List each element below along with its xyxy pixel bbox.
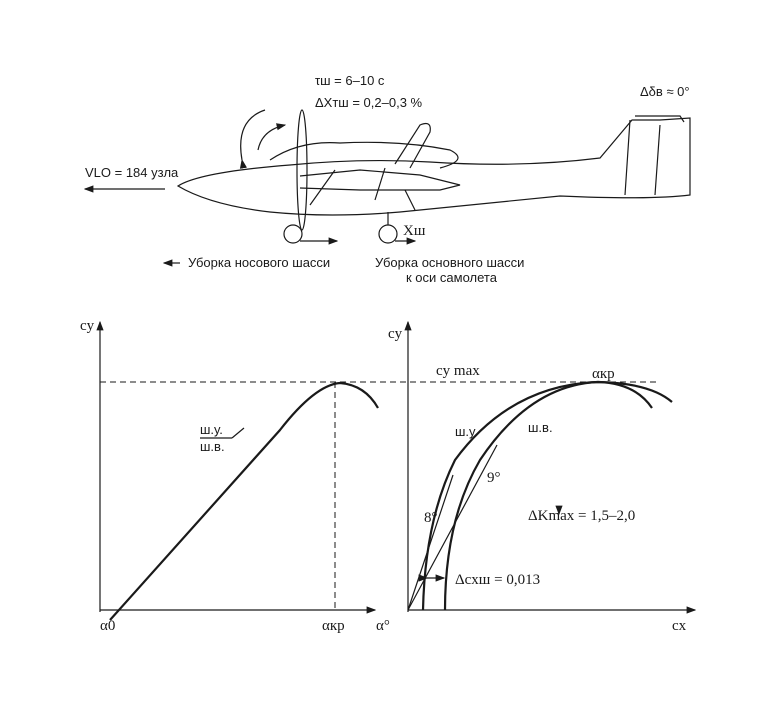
right-chart xyxy=(404,320,697,614)
leader-line xyxy=(231,427,245,439)
left-chart xyxy=(96,320,660,621)
left-x-label: α° xyxy=(376,618,390,634)
elevator-label: Δδв ≈ 0° xyxy=(640,84,690,99)
right-y-label: cy xyxy=(388,326,403,342)
right-x-label: cx xyxy=(672,618,687,634)
angle-8-label: 8° xyxy=(424,510,438,526)
main-wheel xyxy=(378,224,398,244)
tangent-8deg xyxy=(407,474,454,611)
main-gear-label-1: Уборка основного шасси xyxy=(375,255,524,270)
rotation-arrow-inner xyxy=(257,123,287,151)
main-gear-label-2: к оси самолета xyxy=(406,270,498,285)
label-sh-u: ш.у. xyxy=(200,422,223,437)
velocity-label: VLO = 184 узла xyxy=(85,165,179,180)
delta-k-label: ΔKmax = 1,5–2,0 xyxy=(528,508,635,524)
nose-gear-label: Уборка носового шасси xyxy=(188,255,330,270)
tangent-9deg xyxy=(407,444,498,611)
alpha-cr-label-left: αкр xyxy=(322,618,345,634)
lift-curve xyxy=(109,381,379,621)
polar-curve-sh-v xyxy=(443,380,653,611)
alpha-cr-label-right: αкр xyxy=(592,366,615,382)
delta-x-label: ΔXтш = 0,2–0,3 % xyxy=(315,95,423,110)
nose-wheel xyxy=(283,224,303,244)
propeller xyxy=(296,109,308,231)
label-sh-v: ш.в. xyxy=(200,439,225,454)
angle-9-label: 9° xyxy=(487,470,501,486)
curve-sh-v-label: ш.в. xyxy=(528,420,553,435)
left-y-label: cy xyxy=(80,318,95,334)
aircraft-drawing xyxy=(83,109,691,267)
rotation-arrow-outer xyxy=(239,109,266,169)
polar-curve-sh-u xyxy=(421,380,673,611)
delta-cx-label: Δcxш = 0,013 xyxy=(455,572,540,588)
curve-sh-u-label: ш.у. xyxy=(455,424,478,439)
tau-label: τш = 6–10 с xyxy=(315,73,385,88)
x-gear-label: Xш xyxy=(403,223,426,239)
cymax-label: cy max xyxy=(436,363,480,379)
alpha0-label: α0 xyxy=(100,618,115,634)
